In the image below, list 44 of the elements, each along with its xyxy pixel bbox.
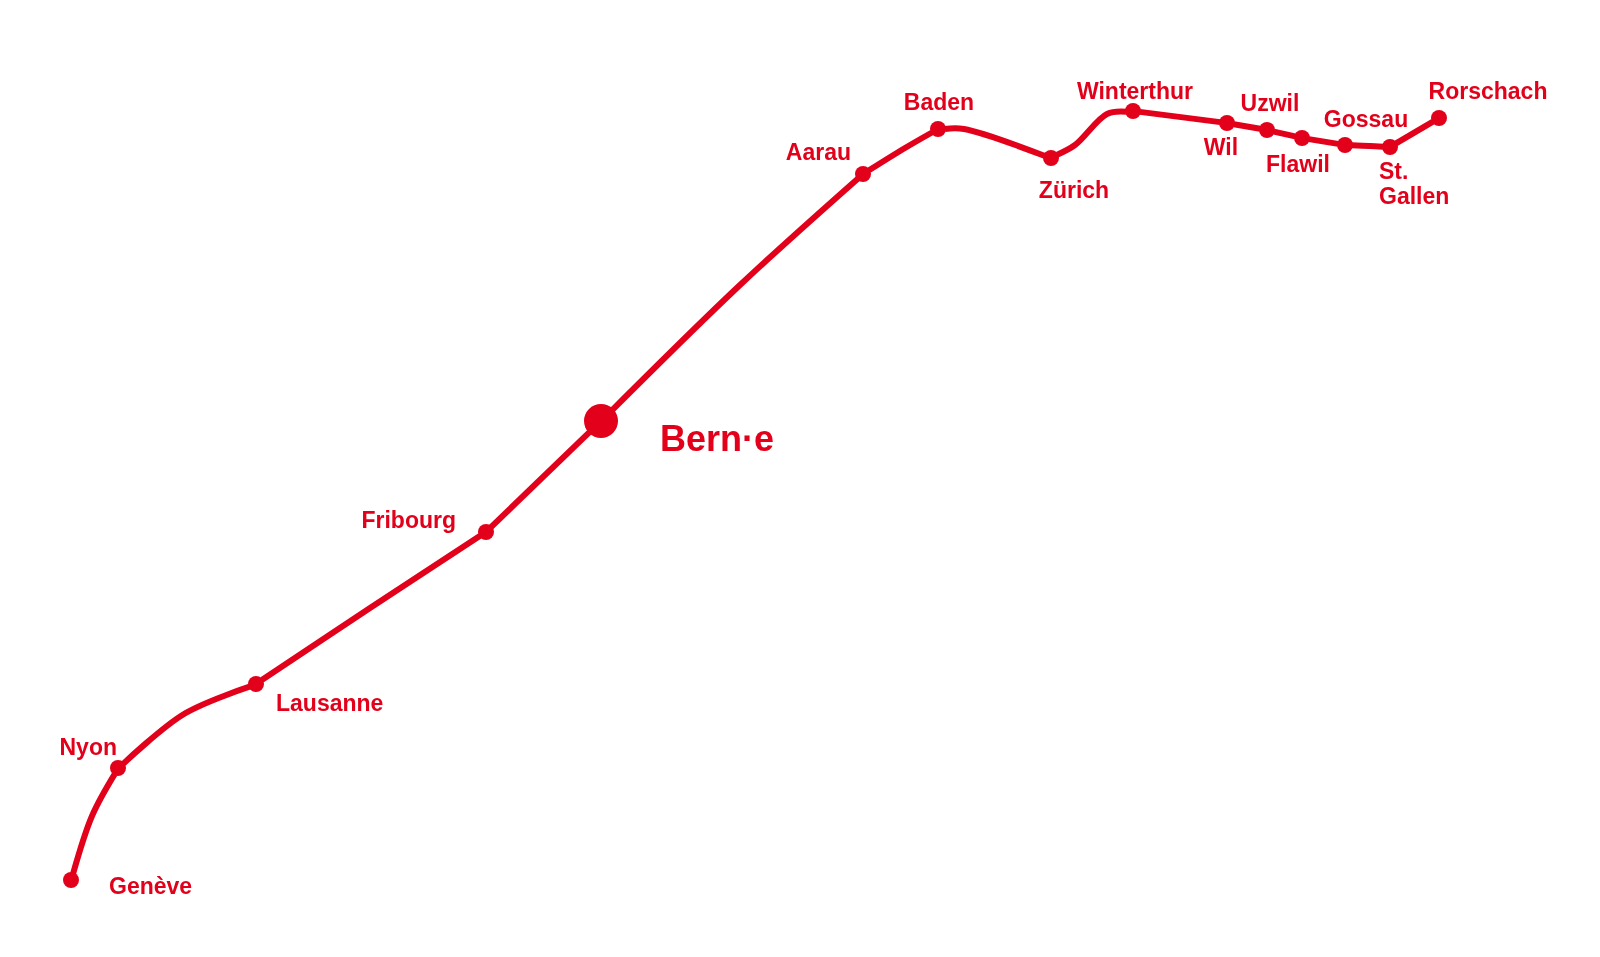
station-label: Aarau [785, 139, 851, 165]
rail-line [1139, 108, 1221, 126]
station-label: Bern·e [660, 419, 775, 459]
station-label: Gossau [1323, 106, 1409, 132]
station-label: Zürich [1038, 177, 1110, 203]
rail-line [260, 533, 482, 683]
station-dot [478, 524, 494, 540]
station-label: Nyon [59, 734, 117, 760]
station-label: Baden [903, 89, 975, 115]
rail-line [1055, 108, 1127, 158]
station-dot [1259, 122, 1275, 138]
station-label: Fribourg [361, 507, 456, 533]
rail-line [1273, 128, 1296, 140]
station-label: Genève [109, 873, 193, 899]
station-label: Flawil [1266, 151, 1330, 177]
rail-line [121, 683, 251, 766]
station-label: Winterthur [1076, 78, 1194, 104]
rail-line [610, 176, 860, 412]
rail-line [488, 429, 592, 530]
station-dot [1294, 130, 1310, 146]
station-label: Lausanne [276, 690, 384, 716]
station-dot [1382, 139, 1398, 155]
rail-line [1308, 136, 1339, 147]
station-dot [63, 872, 79, 888]
station-label: Uzwil [1240, 90, 1300, 116]
station-dot [930, 121, 946, 137]
station-dot [855, 166, 871, 182]
station-label: Rorschach [1428, 78, 1548, 104]
station-dot [1337, 137, 1353, 153]
station-dot [1431, 110, 1447, 126]
station-label: St. Gallen [1379, 159, 1451, 209]
station-dot [248, 676, 264, 692]
station-label: Wil [1203, 134, 1239, 160]
rail-line [867, 129, 934, 173]
rail-line [1394, 119, 1435, 147]
rail-line [944, 125, 1046, 159]
rail-line [1351, 142, 1384, 150]
station-dot [1125, 103, 1141, 119]
rail-line [70, 772, 118, 875]
station-dot [110, 760, 126, 776]
station-dot [1043, 150, 1059, 166]
station-dot [584, 404, 618, 438]
station-dot [1219, 115, 1235, 131]
rail-line [1233, 121, 1261, 132]
